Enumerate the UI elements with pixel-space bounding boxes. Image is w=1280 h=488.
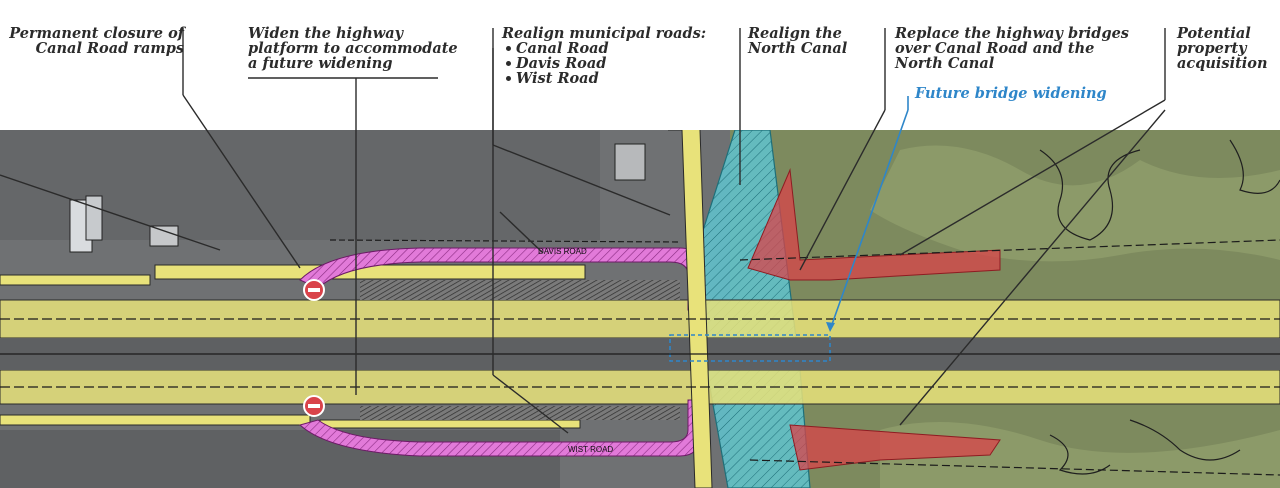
callout-line: Future bridge widening (915, 85, 1107, 102)
callout-realign-canal: Realign the North Canal (748, 26, 847, 56)
aerial-plan-map: DAVIS ROAD WIST ROAD (0, 130, 1280, 488)
road-list-item: Canal Road (502, 41, 706, 56)
callout-realign-roads: Realign municipal roads: Canal Road Davi… (502, 26, 706, 86)
median-hatch-north (360, 280, 680, 300)
future-bridge-box (669, 334, 831, 362)
callout-replace-bridges: Replace the highway bridges over Canal R… (895, 26, 1129, 71)
closure-sign-north (303, 279, 325, 301)
callout-line: Widen the highway (248, 25, 404, 42)
callout-widen-platform: Widen the highway platform to accommodat… (248, 26, 458, 71)
median-hatch-south (360, 406, 680, 420)
property-area-south (789, 424, 1001, 471)
callout-line: North Canal (748, 40, 848, 57)
callout-future-bridge-widening: Future bridge widening (915, 86, 1107, 101)
callout-line: property (1177, 40, 1247, 57)
callout-line: Permanent closure of (9, 25, 184, 42)
road-list-item: Wist Road (502, 71, 706, 86)
callout-line: acquisition (1177, 55, 1268, 72)
callout-property-acquisition: Potential property acquisition (1177, 26, 1268, 71)
road-list-item: Davis Road (502, 56, 706, 71)
closure-sign-south (303, 395, 325, 417)
callout-line: North Canal (895, 55, 995, 72)
canal-road (668, 130, 713, 488)
callout-title: Realign municipal roads: (502, 25, 707, 42)
callout-line: Canal Road ramps (35, 40, 184, 57)
davis-road-label: DAVIS ROAD (538, 247, 587, 256)
aerial-water-south (0, 430, 560, 488)
callout-line: Realign the (748, 25, 842, 42)
callout-line: a future widening (248, 55, 393, 72)
wist-road-label: WIST ROAD (568, 445, 613, 454)
callout-line: platform to accommodate (248, 40, 458, 57)
callout-line: Replace the highway bridges (895, 25, 1129, 42)
callout-canal-road-ramps: Permanent closure of Canal Road ramps (6, 26, 184, 56)
callout-line: over Canal Road and the (895, 40, 1095, 57)
callout-line: Potential (1177, 25, 1251, 42)
